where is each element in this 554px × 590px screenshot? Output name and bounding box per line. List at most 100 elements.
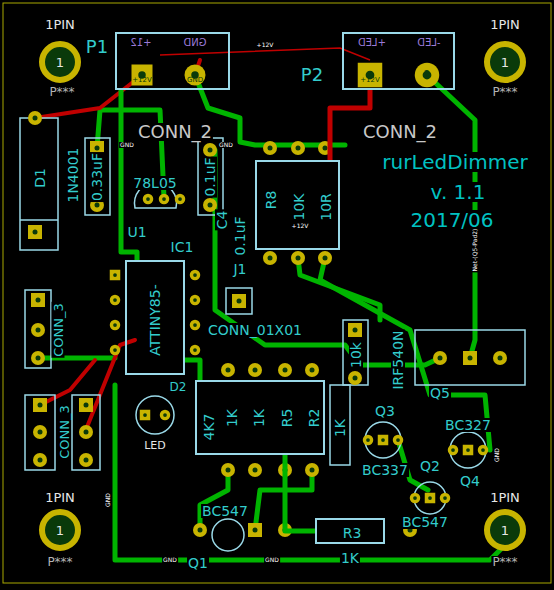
silk-text: GND (119, 142, 135, 148)
pcb-use (305, 363, 319, 377)
silk-text: GND (218, 142, 234, 148)
pcb-use (221, 463, 235, 477)
pcb-path (38, 356, 115, 361)
pcb-rect (343, 320, 368, 385)
pcb-use (378, 435, 389, 446)
component-outline: R810K10R (255, 160, 340, 250)
silk-text: 2017/06 (409, 210, 494, 230)
silk-text: LED (143, 440, 167, 451)
component-outline: R3 (315, 518, 385, 544)
silk-text: 4K7 (202, 413, 216, 442)
silk-text: 1K (252, 408, 266, 428)
pcb-use (305, 463, 319, 477)
pcb-use (190, 345, 201, 356)
pcb-path (160, 48, 370, 60)
pcb-rect (85, 138, 110, 215)
pcb-use (318, 251, 332, 265)
silk-text: GND (105, 492, 111, 508)
silk-text: -LED (416, 38, 441, 48)
pcb-rect (25, 290, 51, 368)
silk-text: D2 (169, 381, 188, 393)
silk-text: +12V (256, 42, 275, 48)
pcb-path (35, 75, 142, 118)
pcb-use (263, 141, 277, 155)
pcb-circle (212, 519, 244, 551)
silk-text: 1 (500, 524, 510, 537)
pcb-rect (3, 3, 551, 583)
silk-text: 1K (340, 551, 360, 565)
silk-text: 2 (423, 70, 431, 80)
silk-text: 1 (500, 56, 510, 69)
silk-text: 78L05 (132, 176, 177, 190)
component-outline: +LED-LED (342, 32, 455, 90)
pcb-use (433, 351, 447, 365)
pcb-use (110, 320, 121, 331)
silk-text: 0.1uF (203, 156, 217, 197)
silk-text: CONN_3 (58, 404, 71, 460)
pcb-use (278, 363, 292, 377)
silk-text: +12V (291, 223, 310, 229)
pcb-rect (330, 385, 350, 465)
pcb-use (463, 351, 477, 365)
pcb-path (200, 470, 228, 530)
pcb-use (160, 410, 171, 421)
silk-text: D1 (33, 167, 47, 189)
copper-trace (285, 455, 315, 531)
silk-text: IRF540N (391, 329, 405, 390)
silk-text: BC327 (444, 418, 492, 432)
pcb-g (160, 48, 370, 60)
pcb-use (415, 63, 440, 88)
silk-text: 1N4001 (66, 146, 80, 203)
silk-text: J1 (232, 262, 247, 276)
pcb-use (393, 435, 404, 446)
pcb-use (463, 445, 474, 456)
silk-text: 10k (349, 341, 363, 369)
pcb-rect (198, 138, 223, 215)
pcb-use (175, 194, 186, 205)
pcb-use (31, 293, 45, 307)
silk-text: P*** (48, 86, 75, 98)
pcb-use (203, 143, 217, 157)
pcb-circle (42, 44, 78, 80)
pcb-use (291, 251, 305, 265)
silk-text: 1PIN (489, 491, 521, 504)
silk-text: BC547 (401, 515, 449, 529)
silk-text: GND (264, 557, 280, 563)
silk-text: GND (183, 38, 208, 48)
pcb-g (38, 75, 505, 560)
silk-text: Q3 (374, 404, 396, 418)
silk-text: GND (162, 557, 178, 563)
silk-text: +12 (129, 38, 152, 48)
silk-text: U1 (126, 225, 147, 239)
pcb-use (478, 445, 489, 456)
silk-text: P*** (491, 86, 518, 98)
silk-text: R5 (280, 408, 294, 429)
silk-text: R8 (264, 190, 278, 211)
pcb-use (358, 63, 383, 88)
silk-text: +12V (131, 77, 153, 84)
silk-text: GND (494, 447, 500, 463)
silk-text: Q2 (419, 459, 441, 473)
silk-text: +12V (359, 77, 381, 84)
pcb-use (79, 453, 93, 467)
pcb-use (159, 194, 170, 205)
pcb-use (348, 323, 362, 337)
silk-text: P2 (300, 66, 324, 84)
pcb-use (248, 363, 262, 377)
pcb-rect (20, 118, 58, 250)
pcb-circle (487, 512, 523, 548)
pcb-use (232, 294, 246, 308)
pcb-circle (136, 396, 174, 434)
pcb-use (190, 320, 201, 331)
pcb-g (35, 60, 200, 432)
pcb-path (115, 385, 505, 560)
pcb-use (493, 351, 507, 365)
silk-text: GND (186, 77, 204, 84)
pcb-use (33, 453, 47, 467)
pcb-use (425, 493, 436, 504)
pcb-use (248, 463, 262, 477)
silk-text: BC547 (201, 504, 249, 518)
silk-text: 1K (225, 408, 239, 428)
